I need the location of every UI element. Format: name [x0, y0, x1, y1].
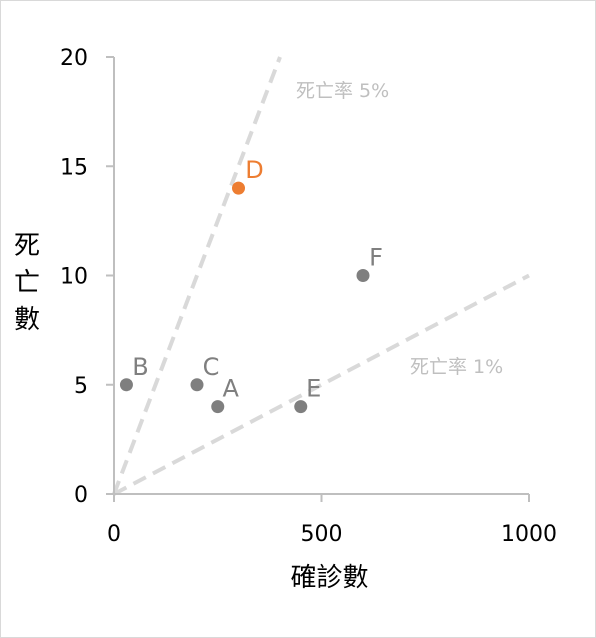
reference-lines — [112, 56, 530, 496]
reference-line-label: 死亡率 5% — [296, 80, 389, 102]
axes: 0 500 1000 0 5 10 15 20 — [60, 46, 557, 547]
data-point-label: B — [132, 353, 148, 381]
x-tick-label: 0 — [107, 522, 121, 547]
y-axis-title: 死亡數 — [14, 231, 40, 335]
y-tick-label: 5 — [74, 374, 88, 399]
data-point-label: E — [306, 375, 321, 403]
y-tick-label: 20 — [60, 46, 88, 71]
y-axis-title-char: 數 — [14, 305, 40, 335]
x-axis-title: 確診數 — [290, 563, 368, 593]
data-point-label: D — [245, 156, 263, 184]
data-point-f — [356, 269, 370, 282]
y-axis-ticks: 0 5 10 15 20 — [60, 46, 114, 508]
data-point-label: C — [203, 353, 220, 381]
y-tick-label: 0 — [74, 483, 88, 508]
reference-line — [112, 56, 282, 495]
x-axis-ticks: 0 500 1000 — [107, 494, 557, 547]
reference-line — [113, 273, 530, 496]
data-point-b — [119, 378, 133, 392]
x-tick-label: 500 — [301, 522, 343, 547]
data-point-d — [232, 181, 245, 195]
y-tick-label: 10 — [60, 265, 88, 290]
data-point-c — [190, 378, 204, 392]
data-point-label: A — [223, 375, 240, 403]
y-axis-title-char: 死 — [14, 231, 40, 261]
data-points: A B C D E F — [119, 156, 383, 414]
data-point-a — [211, 400, 225, 414]
reference-line-labels: 死亡率 5% 死亡率 1% — [296, 80, 503, 378]
data-point-e — [294, 400, 308, 414]
reference-line-label: 死亡率 1% — [410, 356, 503, 378]
y-tick-label: 15 — [60, 155, 88, 180]
y-axis-title-char: 亡 — [14, 268, 40, 298]
data-point-label: F — [369, 244, 383, 272]
x-tick-label: 1000 — [501, 522, 557, 547]
